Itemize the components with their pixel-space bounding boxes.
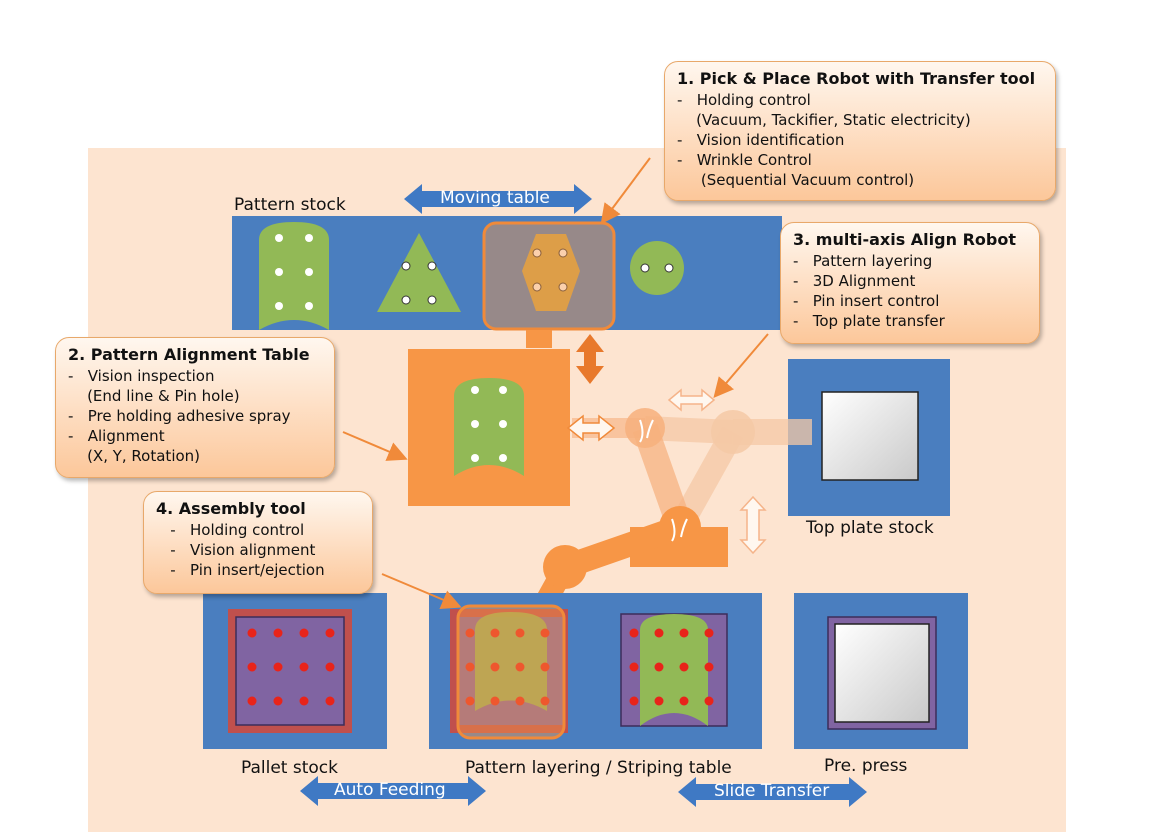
pin [325,628,335,638]
pin [654,662,664,672]
pin [273,662,283,672]
callout-line: - Vision alignment [156,541,316,559]
slide-transfer-arrow [678,777,867,807]
callout-line: - Pin insert/ejection [156,561,325,579]
callout-line: - Vision inspection [68,367,215,385]
pin [515,662,525,672]
callout-line: (End line & Pin hole) [68,387,240,405]
pin [704,628,714,638]
callout-pattern-alignment-table: 2. Pattern Alignment Table - Vision insp… [55,337,335,478]
callout-title: 1. Pick & Place Robot with Transfer tool [677,69,1036,88]
pin [540,662,550,672]
pin [654,696,664,706]
top-plate-stock-label: Top plate stock [806,518,934,538]
pin [247,628,257,638]
pin [299,696,309,706]
callout-title: 4. Assembly tool [156,499,306,518]
pin [654,628,664,638]
pin [465,662,475,672]
pin [515,628,525,638]
leader-assembly-tool [381,573,462,610]
pin [490,696,500,706]
pallet-pins [247,628,335,706]
transfer-tool-mount [526,330,552,348]
pin [540,628,550,638]
callout-line: - 3D Alignment [793,272,916,290]
callout-line: - Vision identification [677,131,845,149]
pin [679,628,689,638]
top-plate [821,391,919,481]
pin [629,662,639,672]
pin [515,696,525,706]
pin [679,696,689,706]
pin [465,628,475,638]
auto-feeding-label: Auto Feeding [334,780,446,800]
pin [704,662,714,672]
pin [273,696,283,706]
pick-place-transfer-tool [482,221,616,331]
callout-line: - Pattern layering [793,252,933,270]
callout-line: (Vacuum, Tackifier, Static electricity) [677,111,971,129]
top-transfer-arrow [667,388,716,412]
callout-line: - Pin insert control [793,292,940,310]
leader-alignment-table [342,431,408,461]
moving-table-arrow [404,184,592,214]
striped-pattern-piece [640,614,708,726]
pattern-piece-triangle [377,233,461,312]
moving-table-label: Moving table [440,188,550,208]
pin [273,628,283,638]
callout-line: (X, Y, Rotation) [68,447,201,465]
pin [540,696,550,706]
callout-assembly-tool: 4. Assembly tool - Holding control - Vis… [143,491,373,594]
callout-title: 3. multi-axis Align Robot [793,230,1016,249]
striping-pallet-pins [629,628,714,706]
pin [465,696,475,706]
callout-line: - Top plate transfer [793,312,945,330]
pin [325,662,335,672]
pattern-piece-circle [630,241,684,295]
pin [247,696,257,706]
callout-line: - Holding control [677,91,811,109]
pin [299,662,309,672]
pin [629,696,639,706]
slide-transfer-label: Slide Transfer [714,781,830,801]
pin [325,696,335,706]
callout-line: - Holding control [156,521,305,539]
callout-line: (Sequential Vacuum control) [677,171,915,189]
robot-lift-arrow [739,495,767,555]
pre-press-plate [834,623,930,723]
pre-press-label: Pre. press [824,756,908,776]
pattern-piece-arch [259,222,329,330]
pin [490,662,500,672]
callout-pick-place-robot: 1. Pick & Place Robot with Transfer tool… [664,61,1056,201]
callout-line: - Pre holding adhesive spray [68,407,291,425]
vertical-transfer-arrow [576,334,604,384]
leader-align-robot [713,333,769,399]
assembly-tool [456,604,566,740]
horizontal-align-arrow [566,414,616,442]
pin [629,628,639,638]
pin [299,628,309,638]
callout-align-robot: 3. multi-axis Align Robot - Pattern laye… [780,222,1040,344]
pin [490,628,500,638]
pin [679,662,689,672]
leader-pick-place [600,157,651,225]
layering-table-label: Pattern layering / Striping table [465,758,732,778]
callout-line: - Alignment [68,427,165,445]
pallet-stock-label: Pallet stock [241,758,338,778]
aligned-pattern-piece [454,378,524,476]
pin [704,696,714,706]
pattern-stock-label: Pattern stock [234,195,346,215]
auto-feeding-arrow [300,776,486,806]
pin [247,662,257,672]
callout-line: - Wrinkle Control [677,151,812,169]
layering-pallet-pins [465,628,550,706]
callout-title: 2. Pattern Alignment Table [68,345,310,364]
